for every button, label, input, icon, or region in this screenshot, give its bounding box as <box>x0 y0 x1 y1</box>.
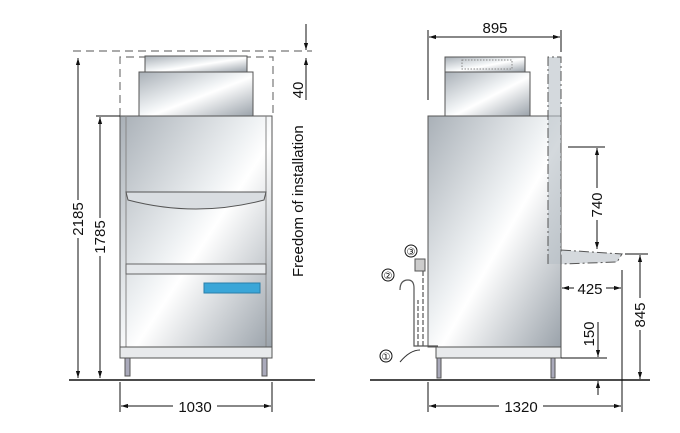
leg <box>261 357 268 377</box>
leg <box>550 357 556 379</box>
door-handle[interactable] <box>125 191 267 210</box>
connection-marker-3: ③ <box>407 247 416 258</box>
dim-door-opening: 740 <box>589 192 606 217</box>
leg <box>124 357 131 377</box>
hood-vent-top <box>444 56 526 73</box>
dim-top-depth: 895 <box>482 20 507 37</box>
dim-depth: 1320 <box>504 399 537 416</box>
dim-table-depth: 425 <box>577 281 602 298</box>
leg <box>436 357 442 379</box>
open-table <box>560 249 623 265</box>
dim-width: 1030 <box>178 399 211 416</box>
side-view: ① ② ③ 895 740 425 845 150 1320 <box>370 20 650 416</box>
base-frame <box>435 346 562 359</box>
open-door-outline <box>547 56 562 264</box>
hood <box>444 71 531 117</box>
connection-marker-1: ① <box>382 352 391 363</box>
hood-cap <box>144 55 248 73</box>
control-panel[interactable] <box>203 282 261 294</box>
hood <box>138 71 254 117</box>
base-frame <box>119 346 273 359</box>
power-cable <box>399 349 421 363</box>
machine-body <box>427 115 562 348</box>
drain-valve <box>414 258 426 272</box>
connection-marker-2: ② <box>384 271 393 282</box>
dim-clearance: 40 <box>290 82 307 99</box>
dim-connection-height: 150 <box>581 321 598 346</box>
dim-total-height: 2185 <box>70 202 87 235</box>
clearance-label: Freedom of installation <box>290 125 307 277</box>
machine-body <box>119 115 273 348</box>
dim-machine-height: 1785 <box>92 220 109 253</box>
panel-divider <box>125 263 267 275</box>
dim-table-height: 845 <box>632 302 649 327</box>
front-view: 2185 1785 1030 40 Freedom of installatio… <box>69 24 315 416</box>
water-hose <box>399 279 438 347</box>
